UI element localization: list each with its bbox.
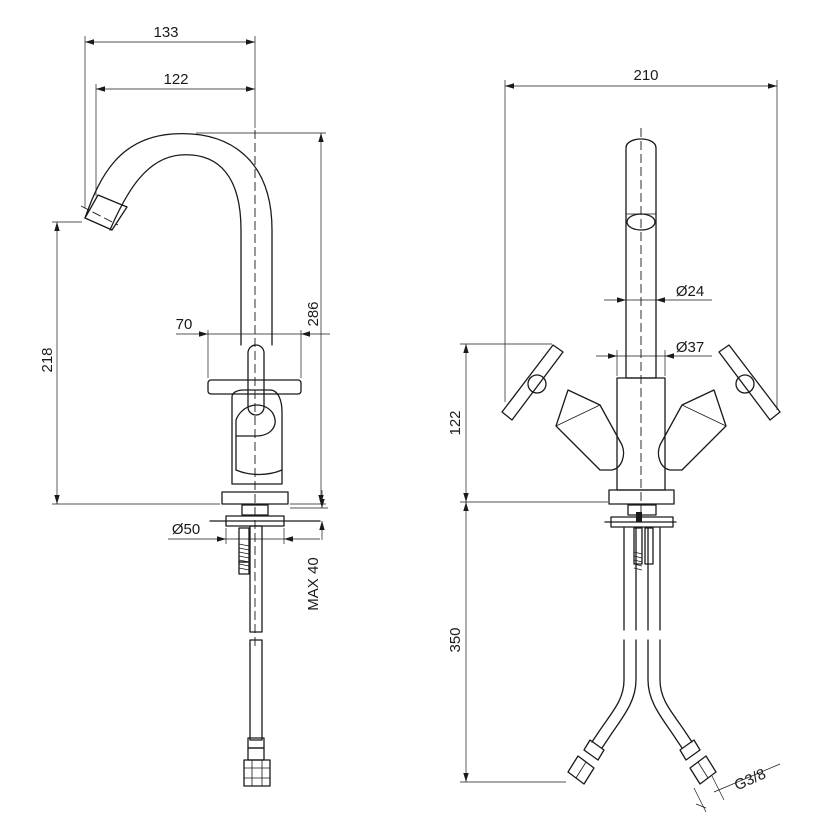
right-valve-arm xyxy=(657,389,727,471)
spout-inner-outline xyxy=(109,154,242,346)
right-hose-nut xyxy=(689,755,717,785)
dim-height-286: 286 xyxy=(305,301,322,326)
dim-width-122: 122 xyxy=(163,71,188,88)
front-base-plate xyxy=(608,489,675,505)
spout-tip xyxy=(84,194,128,231)
dim-hose-350: 350 xyxy=(447,627,464,652)
handle-bar xyxy=(207,379,302,395)
dim-thread-g38: G3/8 xyxy=(732,766,769,795)
dim-dia-37: Ø37 xyxy=(676,339,704,356)
dim-dia-24: Ø24 xyxy=(676,283,704,300)
left-handle-hub xyxy=(527,374,547,394)
spout-column xyxy=(625,138,657,379)
right-handle-hub xyxy=(735,374,755,394)
dim-width-133: 133 xyxy=(153,24,178,41)
base-plate xyxy=(221,491,289,505)
dim-max-40: MAX 40 xyxy=(305,557,322,610)
left-hose xyxy=(623,527,637,631)
dim-width-210: 210 xyxy=(633,67,658,84)
left-hose-nut xyxy=(567,755,595,785)
dim-height-122: 122 xyxy=(447,410,464,435)
hose-nut xyxy=(243,759,271,787)
dim-height-218: 218 xyxy=(39,347,56,372)
left-cross-handle xyxy=(501,344,564,421)
left-valve-arm xyxy=(555,389,625,471)
side-view: 133 122 218 286 70 Ø50 MAX 40 xyxy=(39,24,330,787)
handle-knob xyxy=(247,344,265,416)
dim-handle-70: 70 xyxy=(176,316,193,333)
right-hose xyxy=(647,527,661,631)
spout-outline xyxy=(84,133,273,346)
dim-dia-50: Ø50 xyxy=(172,521,200,538)
front-view: 210 Ø24 Ø37 122 350 G3/8 xyxy=(447,67,781,813)
right-cross-handle xyxy=(718,344,781,421)
valve-body xyxy=(231,389,283,485)
